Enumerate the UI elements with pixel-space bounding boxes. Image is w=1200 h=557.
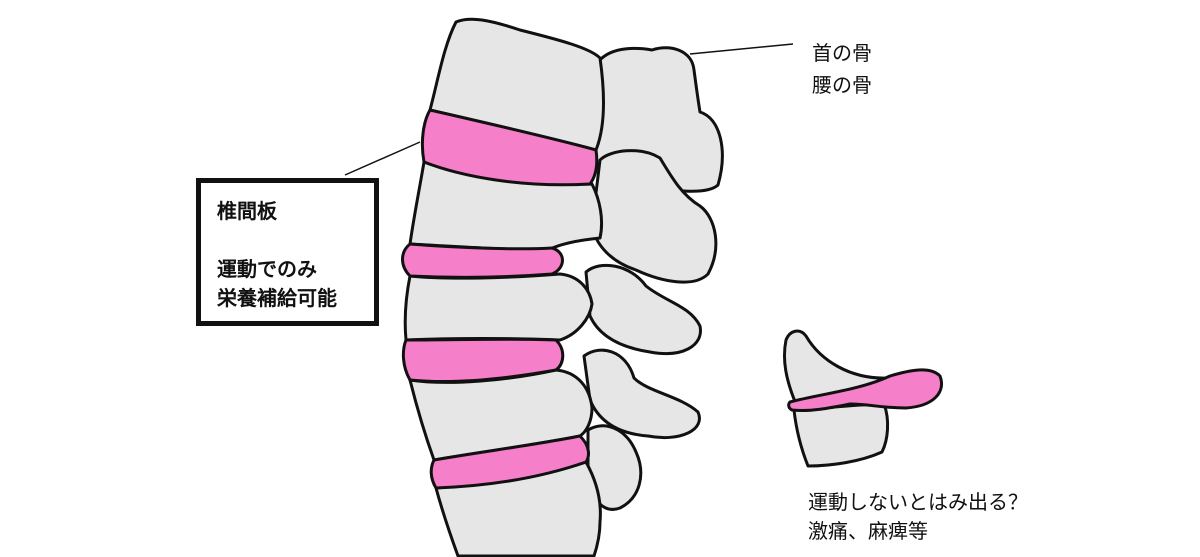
leader-line-disc: [344, 141, 421, 176]
disc-1: [420, 108, 599, 187]
bone-label-top: 首の骨: [812, 41, 872, 65]
herniated-vertebra-lower: [792, 402, 890, 468]
disc-2: [401, 242, 564, 279]
herniated-disc: [787, 368, 943, 412]
spinous-process-2: [590, 149, 718, 284]
leader-line-bone: [689, 43, 794, 55]
intervertebral-disc-label-box: 椎間板 運動でのみ 栄養補給可能: [196, 178, 379, 326]
vertebra-3: [403, 272, 594, 342]
disc-box-title: 椎間板: [217, 199, 277, 223]
disc-3: [401, 337, 565, 384]
vertebra-1: [428, 17, 605, 152]
bone-label-bottom: 腰の骨: [812, 73, 872, 97]
disc-box-line2: 栄養補給可能: [217, 286, 337, 310]
herniation-symptoms-text: 激痛、麻痺等: [808, 519, 928, 543]
disc-box-line1: 運動でのみ: [217, 257, 317, 281]
herniation-question-text: 運動しないとはみ出る？: [808, 490, 1028, 514]
disc-4: [429, 434, 590, 490]
spinous-process-3: [584, 263, 702, 355]
